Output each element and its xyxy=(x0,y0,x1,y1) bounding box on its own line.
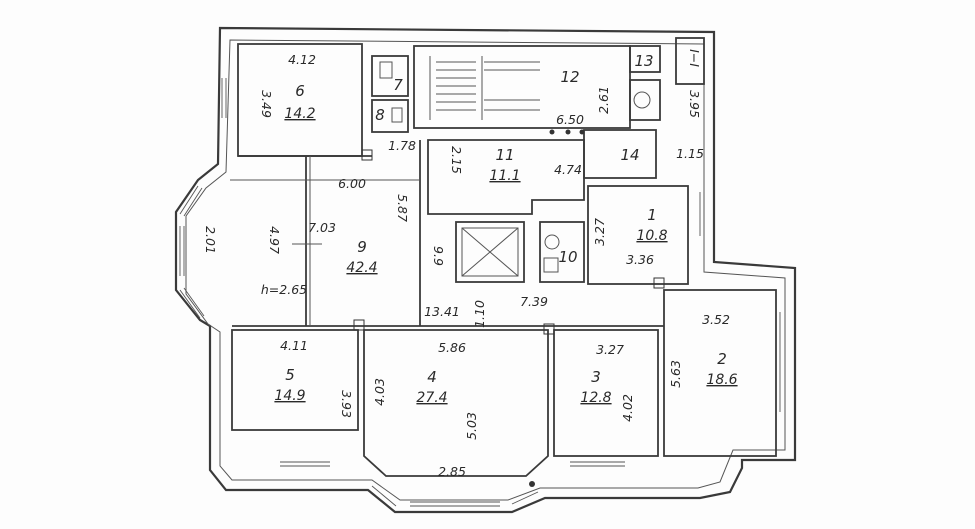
dimension-label: 2.85 xyxy=(438,464,466,479)
ceiling-height-note: h=2.65 xyxy=(261,282,307,297)
left-bay-window xyxy=(179,185,205,319)
bathroom-fixtures xyxy=(379,61,651,273)
room-5-area: 14.9 xyxy=(274,388,305,404)
dimension-label: 1.10 xyxy=(472,300,487,328)
room-9-area: 42.4 xyxy=(346,260,377,276)
elevator-shaft xyxy=(461,227,519,277)
dimension-label: 5.63 xyxy=(668,360,683,388)
room-1-area: 10.8 xyxy=(636,228,667,244)
dimension-label: 4.03 xyxy=(372,378,387,406)
room-2-number: 2 xyxy=(717,350,727,368)
room-2-area: 18.6 xyxy=(706,372,737,388)
room-11-number: 11 xyxy=(495,146,514,164)
staircase xyxy=(429,56,540,120)
dimension-label: 7.03 xyxy=(308,220,336,235)
bottom-bay-window xyxy=(371,485,539,507)
room-5-number: 5 xyxy=(285,366,295,384)
dimension-label: 4.97 xyxy=(267,226,282,254)
dimension-label: 7.39 xyxy=(520,294,548,309)
room-3-number: 3 xyxy=(591,368,601,386)
dimension-label: 5.03 xyxy=(464,412,479,440)
dimension-label: 5.87 xyxy=(395,194,410,222)
outer-wall xyxy=(174,26,797,514)
dimension-label: 4.74 xyxy=(554,162,582,177)
dimension-label: 5.86 xyxy=(438,340,466,355)
room-1-number: 1 xyxy=(647,206,657,224)
dimension-label: 6.00 xyxy=(338,176,366,191)
dimension-label: 3.27 xyxy=(592,218,607,246)
dimension-label: 2.01 xyxy=(203,226,218,254)
room-8-number: 8 xyxy=(375,106,385,124)
dimension-label: 1.78 xyxy=(388,138,416,153)
room-6-number: 6 xyxy=(295,82,305,100)
dimension-label: 3.95 xyxy=(687,90,702,118)
dimension-label: 2.15 xyxy=(449,146,464,174)
markers xyxy=(353,129,665,487)
dimension-label: 2.61 xyxy=(596,86,611,114)
room-9-number: 9 xyxy=(357,238,367,256)
dimension-label: 3.93 xyxy=(339,390,354,418)
room-3-area: 12.8 xyxy=(580,390,611,406)
inner-outer-wall xyxy=(185,39,786,501)
room-7-number: 7 xyxy=(393,76,403,94)
dimension-label: 13.41 xyxy=(424,304,460,319)
dimension-label: 6.50 xyxy=(556,112,584,127)
room-6-area: 14.2 xyxy=(284,106,315,122)
dimension-label: 3.36 xyxy=(626,252,654,267)
dimension-label: 3.27 xyxy=(596,342,624,357)
dimension-label: 4.12 xyxy=(288,52,316,67)
dimension-label: 3.49 xyxy=(259,90,274,118)
room-12-number: 12 xyxy=(560,68,579,86)
room-10-number: 10 xyxy=(558,248,577,266)
room-4-number: 4 xyxy=(427,368,437,386)
dimension-label: 9.9 xyxy=(431,246,446,266)
interior-walls xyxy=(231,37,777,477)
room-4-area: 27.4 xyxy=(416,390,447,406)
room-13-number: 13 xyxy=(634,52,653,70)
dimension-label: 4.02 xyxy=(620,394,635,422)
room-11-area: 11.1 xyxy=(489,168,520,184)
beam-lines xyxy=(230,156,420,326)
dimension-label: 1.15 xyxy=(676,146,704,161)
dimension-label: I−I xyxy=(687,49,702,67)
room-14-number: 14 xyxy=(620,146,639,164)
dimension-label: 3.52 xyxy=(702,312,730,327)
dimension-label: 4.11 xyxy=(280,338,308,353)
